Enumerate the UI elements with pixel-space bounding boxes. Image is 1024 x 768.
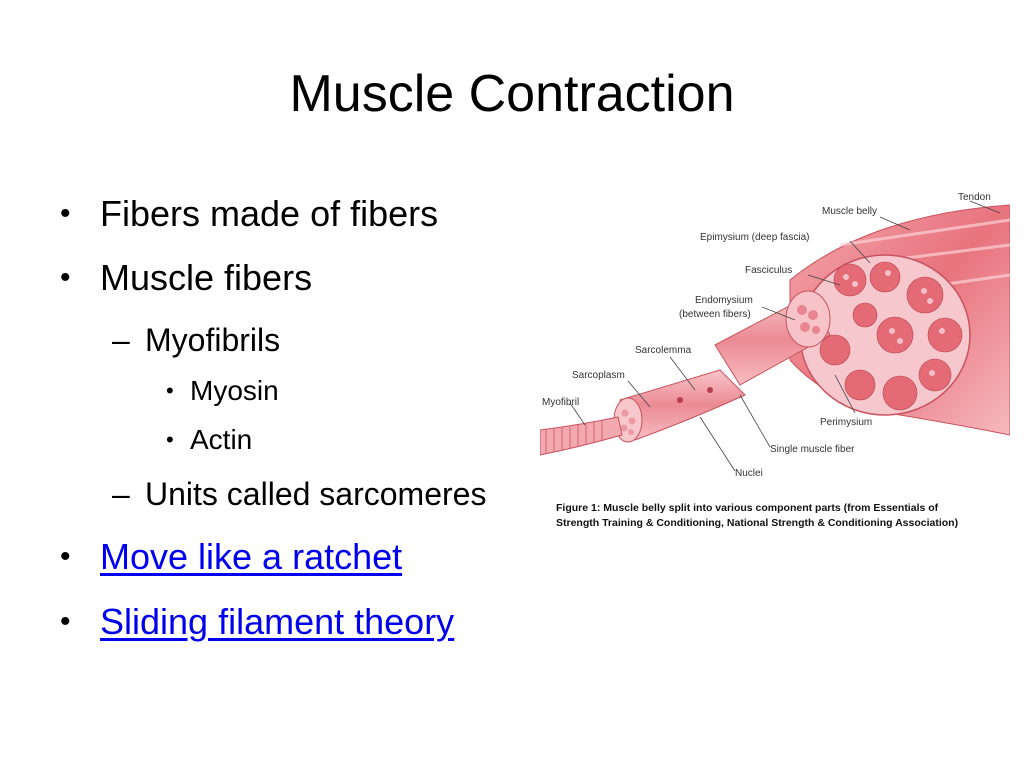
label-sarcolemma: Sarcolemma xyxy=(635,345,692,356)
bullet-text: Myofibrils xyxy=(145,322,281,358)
muscle-illustration: Tendon Muscle belly Epimysium (deep fasc… xyxy=(540,192,1010,479)
dash-marker: – xyxy=(112,322,130,358)
bullet-marker: • xyxy=(60,605,71,638)
bullet-myofibrils: – Myofibrils xyxy=(112,320,281,360)
label-endomysium-1: Endomysium xyxy=(695,295,753,306)
label-endomysium-2: (between fibers) xyxy=(679,309,751,320)
bullet-text: Actin xyxy=(190,424,253,455)
bullet-text: Muscle fibers xyxy=(100,257,313,298)
label-sarcoplasm: Sarcoplasm xyxy=(572,370,625,381)
caption-line-1: Figure 1: Muscle belly split into variou… xyxy=(556,502,939,514)
bullet-text: Myosin xyxy=(190,375,279,406)
slide-title: Muscle Contraction xyxy=(289,65,735,123)
dash-marker: – xyxy=(112,476,130,512)
bullet-marker: • xyxy=(60,261,71,294)
bullet-marker: • xyxy=(60,540,71,573)
bullet-text: Units called sarcomeres xyxy=(145,476,487,512)
fasciculus-shape xyxy=(714,290,831,386)
bullet-fibers: • Fibers made of fibers xyxy=(60,192,439,236)
label-perimysium: Perimysium xyxy=(820,417,872,428)
label-muscle-belly: Muscle belly xyxy=(822,206,877,217)
bullet-marker: • xyxy=(60,197,71,230)
figure-caption: Figure 1: Muscle belly split into variou… xyxy=(556,501,1016,531)
leader-lines xyxy=(569,200,1001,472)
label-tendon: Tendon xyxy=(958,192,991,203)
bullet-ratchet: • Move like a ratchet xyxy=(60,535,403,579)
bullet-text: Fibers made of fibers xyxy=(100,193,439,234)
label-fasciculus: Fasciculus xyxy=(745,265,792,276)
caption-line-2: Strength Training & Conditioning, Nation… xyxy=(556,517,959,529)
bullet-sliding: • Sliding filament theory xyxy=(60,600,455,644)
bullet-muscle-fibers: • Muscle fibers xyxy=(60,256,313,300)
bullet-marker: • xyxy=(166,378,174,403)
single-fiber-shape xyxy=(613,369,746,443)
bullet-sarcomeres: – Units called sarcomeres xyxy=(112,474,487,514)
muscle-anatomy-figure: Tendon Muscle belly Epimysium (deep fasc… xyxy=(540,185,1010,485)
bullet-list: • Fibers made of fibers • Muscle fibers … xyxy=(60,192,487,644)
ratchet-link[interactable]: Move like a ratchet xyxy=(100,536,403,577)
bullet-actin: • Actin xyxy=(166,423,253,457)
muscle-belly-shape xyxy=(789,204,1010,436)
label-nuclei: Nuclei xyxy=(735,468,763,479)
myofibril-shape xyxy=(540,416,623,456)
label-myofibril: Myofibril xyxy=(542,397,579,408)
sliding-filament-link[interactable]: Sliding filament theory xyxy=(100,601,455,642)
label-epimysium: Epimysium (deep fascia) xyxy=(700,232,809,243)
label-single-fiber: Single muscle fiber xyxy=(770,444,855,455)
bullet-myosin: • Myosin xyxy=(166,374,279,408)
bullet-marker: • xyxy=(166,427,174,452)
